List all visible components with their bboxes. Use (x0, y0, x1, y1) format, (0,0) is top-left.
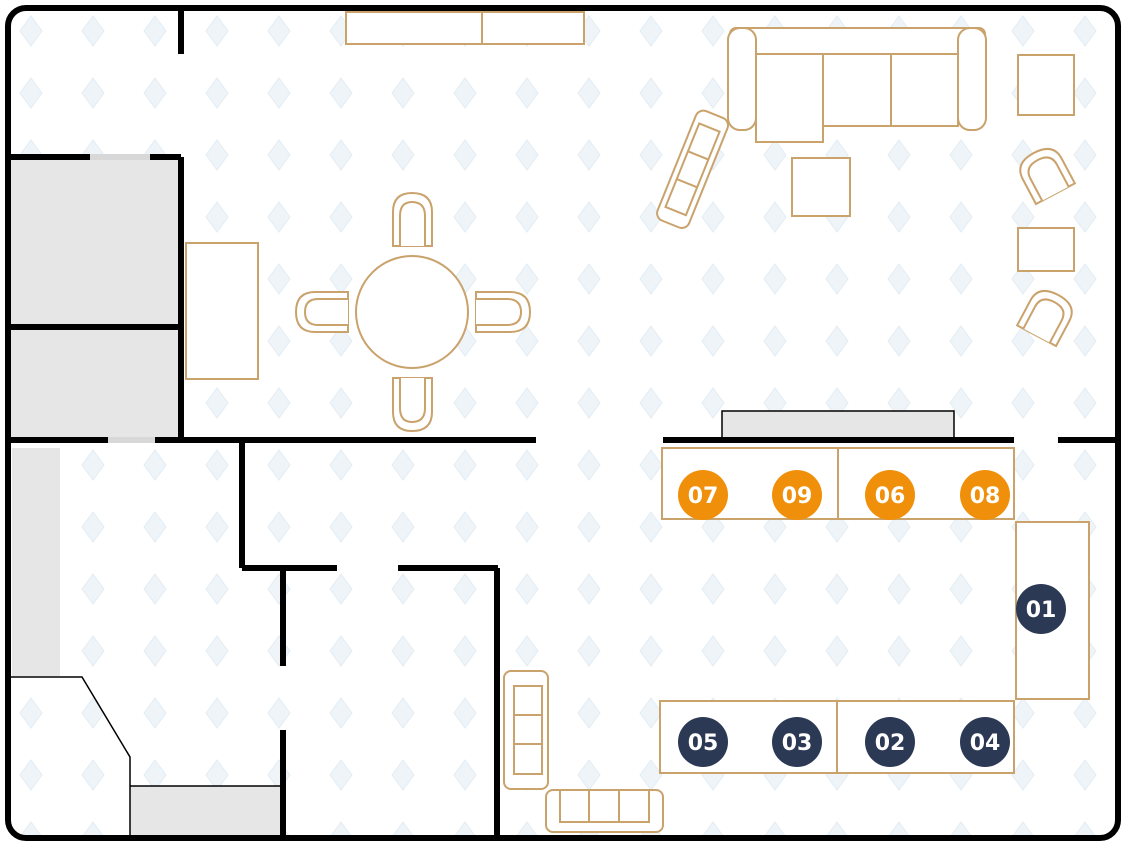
armchair-lower (1015, 289, 1073, 348)
marker-circle (865, 717, 915, 767)
marker-03[interactable]: 03 (772, 717, 822, 767)
marker-circle (960, 717, 1010, 767)
diagonal-partition (10, 676, 131, 836)
marker-05[interactable]: 05 (678, 717, 728, 767)
marker-label: 09 (782, 484, 813, 509)
marker-circle (678, 717, 728, 767)
dining-table (355, 255, 469, 369)
walls (5, 5, 1121, 841)
coffee-table (791, 157, 851, 217)
side-table (185, 242, 259, 380)
right-small-table (1017, 227, 1075, 272)
dining-chair-right (475, 291, 532, 333)
furniture (185, 11, 1090, 833)
dining-chair-bottom (392, 377, 433, 433)
door-gaps (90, 154, 155, 443)
marker-label: 03 (782, 731, 813, 756)
marker-label: 06 (875, 484, 906, 509)
marker-04[interactable]: 04 (960, 717, 1010, 767)
marker-label: 02 (875, 731, 906, 756)
marker-08[interactable]: 08 (960, 470, 1010, 520)
marker-circle (772, 717, 822, 767)
marker-label: 05 (688, 731, 719, 756)
top-bench (345, 11, 585, 45)
marker-circle (1016, 584, 1066, 634)
marker-09[interactable]: 09 (772, 470, 822, 520)
markers: 07 09 06 08 01 05 03 02 04 (678, 470, 1066, 767)
marker-07[interactable]: 07 (678, 470, 728, 520)
armchair-upper (1019, 147, 1077, 206)
marker-label: 08 (970, 484, 1001, 509)
marker-circle (678, 470, 728, 520)
large-sofa (727, 27, 987, 143)
marker-02[interactable]: 02 (865, 717, 915, 767)
marker-circle (960, 470, 1010, 520)
small-sofa-horizontal (545, 789, 664, 833)
marker-06[interactable]: 06 (865, 470, 915, 520)
marker-label: 07 (688, 484, 719, 509)
marker-circle (865, 470, 915, 520)
dining-chair-top (392, 191, 433, 247)
marker-label: 01 (1026, 598, 1057, 623)
small-sofa-vertical (503, 670, 549, 790)
marker-label: 04 (970, 731, 1001, 756)
marker-circle (772, 470, 822, 520)
dining-chair-left (294, 291, 349, 333)
grey-blocks (10, 158, 955, 836)
angled-loveseat (656, 109, 730, 229)
right-square-table (1017, 54, 1075, 116)
marker-01[interactable]: 01 (1016, 584, 1066, 634)
